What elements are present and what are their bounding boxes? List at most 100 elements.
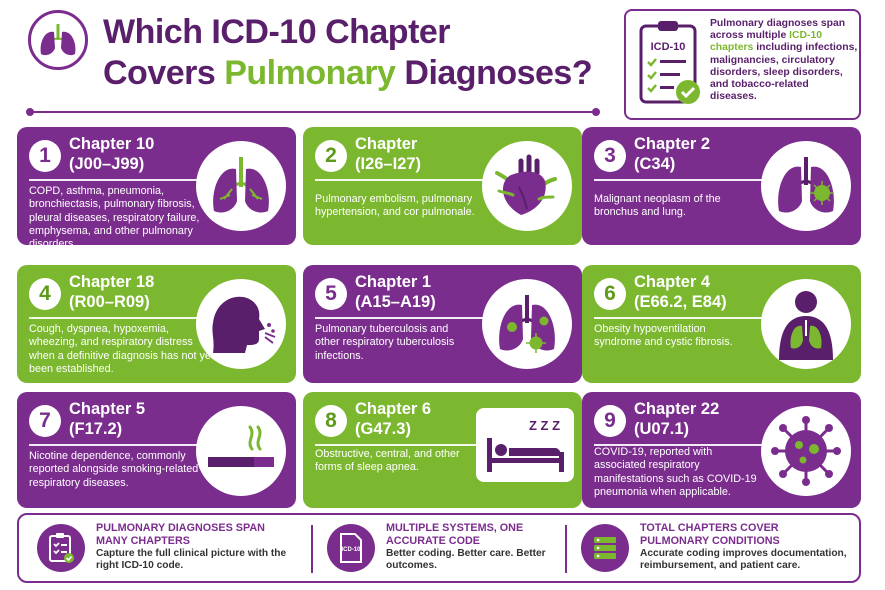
lung-tumor-icon — [761, 141, 851, 231]
card-description: Pulmonary embolism, pulmonary hypertensi… — [315, 193, 475, 219]
page-title: Which ICD-10 Chapter Covers Pulmonary Di… — [103, 12, 623, 94]
card-chapter: Chapter 4(E66.2, E84) — [634, 273, 774, 312]
feature-separator — [311, 525, 313, 573]
title-line-2-pre: Covers — [103, 54, 225, 92]
card-number: 2 — [315, 140, 347, 172]
zzz-text: Z Z Z — [529, 418, 560, 433]
title-highlight: Pulmonary — [224, 54, 396, 92]
feature-separator — [565, 525, 567, 573]
card-chapter-code: (A15–A19) — [355, 292, 436, 311]
heart-icon — [482, 141, 572, 231]
card-chapter-code: (U07.1) — [634, 419, 690, 438]
card-divider — [315, 444, 485, 446]
card-number: 3 — [594, 140, 626, 172]
feature-2: ICD-10 MULTIPLE SYSTEMS, ONE ACCURATE CO… — [319, 515, 579, 581]
card-chapter-code: (G47.3) — [355, 419, 411, 438]
card-number: 1 — [29, 140, 61, 172]
chapter-card-3: 3 Chapter 2(C34) Malignant neoplasm of t… — [582, 127, 861, 245]
card-description: Cough, dyspnea, hypoxemia, wheezing, and… — [29, 323, 214, 375]
lung-infection-icon — [482, 279, 572, 369]
card-divider — [315, 317, 485, 319]
clipboard-check-icon: ICD-10 — [639, 21, 700, 104]
card-chapter-name: Chapter 5 — [69, 400, 146, 418]
document-icon-label: ICD-10 — [341, 547, 361, 553]
coughing-head-icon — [196, 279, 286, 369]
bottom-feature-strip: PULMONARY DIAGNOSES SPAN MANY CHAPTERS C… — [17, 513, 861, 583]
card-chapter-name: Chapter 6 — [355, 400, 432, 418]
summary-text-post: including infections, malignancies, circ… — [710, 42, 858, 103]
summary-highlight: ICD-10 chapters — [710, 30, 823, 54]
virus-icon — [761, 406, 851, 496]
card-chapter-code: (R00–R09) — [69, 292, 150, 311]
feature-title: TOTAL CHAPTERS COVER PULMONARY CONDITION… — [640, 522, 780, 547]
feature-title: MULTIPLE SYSTEMS, ONE ACCURATE CODE — [386, 522, 524, 547]
card-chapter-name: Chapter 1 — [355, 273, 432, 291]
card-number: 7 — [29, 405, 61, 437]
card-divider — [594, 317, 764, 319]
card-chapter: Chapter 2(C34) — [634, 135, 774, 174]
card-chapter: Chapter 10(J00–J99) — [69, 135, 209, 174]
card-chapter: Chapter 18(R00–R09) — [69, 273, 209, 312]
card-chapter-code: (J00–J99) — [69, 154, 145, 173]
card-description: COPD, asthma, pneumonia, bronchiectasis,… — [29, 185, 200, 245]
card-chapter-name: Chapter 10 — [69, 135, 155, 153]
feature-title: PULMONARY DIAGNOSES SPAN MANY CHAPTERS — [96, 522, 265, 547]
card-chapter: Chapter 1(A15–A19) — [355, 273, 495, 312]
card-description: Malignant neoplasm of the bronchus and l… — [594, 193, 721, 219]
chapter-card-2: 2 Chapter(I26–I27) Pulmonary embolism, p… — [303, 127, 582, 245]
chapter-card-1: 1 Chapter 10(J00–J99) COPD, asthma, pneu… — [17, 127, 296, 245]
feature-body: Capture the full clinical picture with t… — [96, 548, 287, 572]
card-chapter-code: (C34) — [634, 154, 676, 173]
card-divider — [315, 179, 485, 181]
card-number: 6 — [594, 278, 626, 310]
feature-body: Better coding. Better care. Better outco… — [386, 548, 546, 572]
card-chapter-code: (I26–I27) — [355, 154, 422, 173]
chapter-card-9: 9 Chapter 22(U07.1) COVID-19, reported w… — [582, 392, 861, 508]
card-divider — [29, 444, 199, 446]
summary-box: ICD-10 Pulmonary diagnoses span across m… — [624, 9, 861, 120]
feature-1: PULMONARY DIAGNOSES SPAN MANY CHAPTERS C… — [29, 515, 309, 581]
summary-text: Pulmonary diagnoses span across multiple… — [710, 18, 858, 103]
card-divider — [29, 179, 199, 181]
sleeping-bed-icon: Z Z Z — [476, 408, 574, 482]
card-description: Pulmonary tuberculosis and other respira… — [315, 323, 455, 362]
summary-text-pre: Pulmonary diagnoses span across multiple — [710, 18, 846, 42]
cigarette-icon — [196, 406, 286, 496]
card-divider — [594, 444, 764, 446]
lungs-icon — [196, 141, 286, 231]
body-lungs-icon — [761, 279, 851, 369]
card-chapter-name: Chapter 4 — [634, 273, 711, 291]
card-chapter-name: Chapter — [355, 135, 418, 153]
database-stack-icon — [581, 524, 629, 572]
title-line-1: Which ICD-10 Chapter — [103, 13, 451, 51]
title-line-2: Covers Pulmonary Diagnoses? — [103, 53, 623, 94]
card-description: Obesity hypoventilation syndrome and cys… — [594, 323, 733, 349]
feature-body: Accurate coding improves documentation, … — [640, 548, 847, 572]
card-description: Nicotine dependence, commonly reported a… — [29, 450, 199, 489]
card-number: 4 — [29, 278, 61, 310]
lungs-logo-icon — [28, 10, 88, 70]
card-chapter-code: (E66.2, E84) — [634, 292, 727, 311]
checklist-icon — [37, 524, 85, 572]
chapter-card-8: 8 Chapter 6(G47.3) Obstructive, central,… — [303, 392, 582, 508]
card-number: 5 — [315, 278, 347, 310]
card-chapter-name: Chapter 2 — [634, 135, 711, 153]
card-chapter-name: Chapter 18 — [69, 273, 155, 291]
clipboard-label: ICD-10 — [651, 41, 686, 53]
chapter-card-5: 5 Chapter 1(A15–A19) Pulmonary tuberculo… — [303, 265, 582, 383]
card-chapter-code: (F17.2) — [69, 419, 123, 438]
feature-3: TOTAL CHAPTERS COVER PULMONARY CONDITION… — [573, 515, 858, 581]
card-description: COVID-19, reported with associated respi… — [594, 446, 757, 498]
title-line-2-post: Diagnoses? — [395, 54, 593, 92]
card-chapter: Chapter 22(U07.1) — [634, 400, 774, 439]
card-divider — [594, 179, 764, 181]
card-chapter: Chapter(I26–I27) — [355, 135, 495, 174]
card-chapter: Chapter 6(G47.3) — [355, 400, 495, 439]
card-number: 9 — [594, 405, 626, 437]
chapter-card-4: 4 Chapter 18(R00–R09) Cough, dyspnea, hy… — [17, 265, 296, 383]
card-chapter: Chapter 5(F17.2) — [69, 400, 209, 439]
card-description: Obstructive, central, and other forms of… — [315, 448, 460, 474]
code-document-icon: ICD-10 — [327, 524, 375, 572]
card-chapter-name: Chapter 22 — [634, 400, 720, 418]
title-divider — [26, 108, 600, 116]
